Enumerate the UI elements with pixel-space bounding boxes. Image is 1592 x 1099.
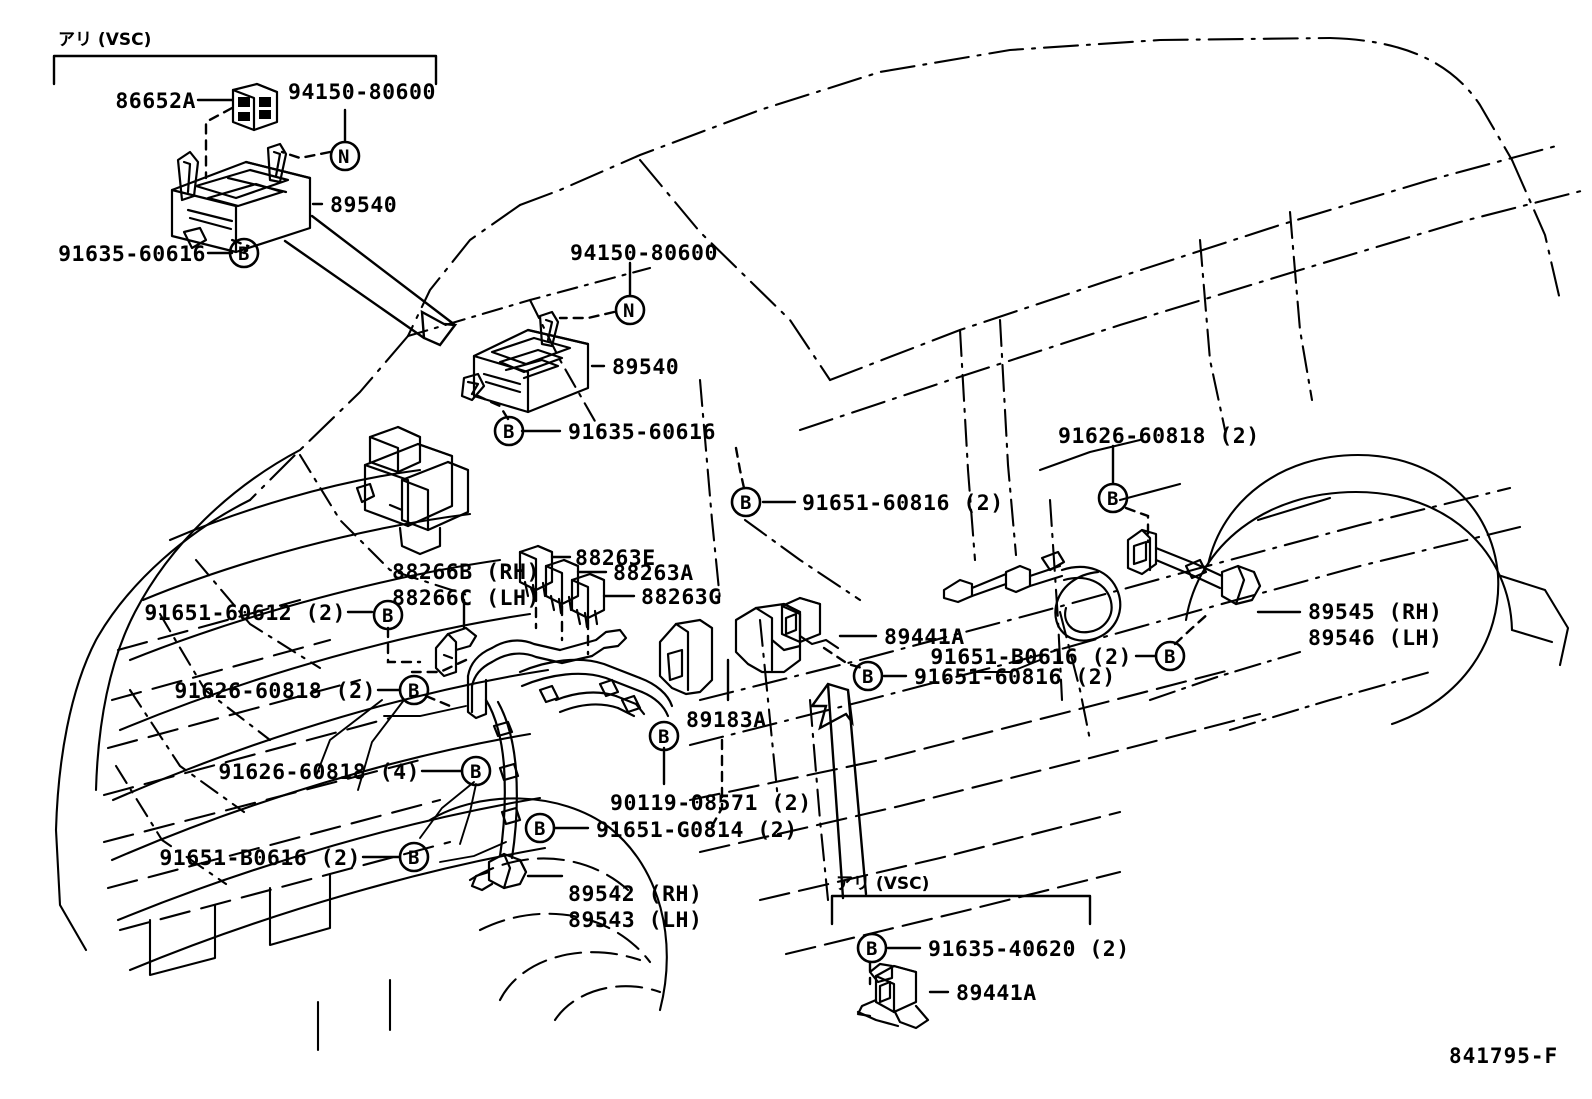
part-label-91635-60616-mid: 91635-60616	[568, 420, 716, 445]
part-88266-bracket	[434, 626, 478, 678]
part-label-91651-60816-upper: 91651-60816 (2)	[802, 491, 1004, 516]
part-89183A-bracket	[658, 602, 802, 696]
bolt-marker-glyph: B	[1164, 646, 1176, 668]
part-label-91626-60818-b: 91626-60818 (4)	[218, 760, 420, 785]
part-front-speed-sensor-harness	[466, 628, 628, 892]
bolt-marker-glyph: B	[740, 492, 752, 514]
bolt-marker-glyph: B	[862, 666, 874, 688]
callout-title-vsc-top: アリ (VSC)	[58, 30, 152, 50]
part-label-89441A-bottom: 89441A	[956, 981, 1037, 1006]
part-label-91635-60616-top: 91635-60616	[58, 242, 206, 267]
part-abs-actuator	[355, 425, 470, 556]
part-label-91651-60816-lower: 91651-60816 (2)	[914, 665, 1116, 690]
bolt-marker-glyph: B	[866, 938, 878, 960]
part-label-89540-mid: 89540	[612, 355, 680, 380]
part-89441A-sensor-bottom	[856, 962, 930, 1030]
nut-markers	[329, 140, 646, 326]
part-label-86652A: 86652A	[115, 89, 196, 114]
part-label-89542: 89542 (RH)	[568, 882, 703, 907]
part-label-94150-80600-mid: 94150-80600	[570, 241, 718, 266]
arrow-bottom-to-center	[809, 682, 868, 900]
part-label-88266C: 88266C (LH)	[392, 586, 540, 611]
bolt-marker-glyph: B	[534, 818, 546, 840]
part-89540-ecu-mid	[460, 310, 590, 414]
bolt-marker-glyph: B	[408, 680, 420, 702]
part-label-94150-80600-top: 94150-80600	[288, 80, 436, 105]
bolt-marker-glyph: B	[470, 761, 482, 783]
nut-marker-glyph: N	[623, 300, 635, 322]
nut-marker-glyph: N	[338, 146, 350, 168]
bolt-marker-glyph: B	[408, 847, 420, 869]
part-86652A-switch	[231, 82, 279, 132]
bolt-marker-glyph: B	[503, 421, 515, 443]
bolt-marker-glyph: B	[382, 605, 394, 627]
part-label-91626-60818-rear: 91626-60818 (2)	[1058, 424, 1260, 449]
bolt-marker-glyph: B	[658, 726, 670, 748]
part-label-89540-top: 89540	[330, 193, 398, 218]
part-rear-speed-sensor-harness	[942, 528, 1262, 642]
callout-bracket-top	[52, 54, 438, 86]
part-label-89545: 89545 (RH)	[1308, 600, 1443, 625]
part-89441A-sensor-mid	[770, 596, 840, 652]
part-label-88263G: 88263G	[641, 585, 722, 610]
part-label-89441A-mid: 89441A	[884, 625, 965, 650]
part-89540-ecu-top	[170, 142, 312, 254]
part-engine-bay-harness	[518, 658, 674, 718]
part-label-91626-60818-a: 91626-60818 (2)	[174, 679, 376, 704]
part-88263A-relay	[544, 558, 580, 615]
part-label-91651-B0616-rear: 91651-B0616 (2)	[930, 645, 1132, 670]
part-label-88263A: 88263A	[613, 561, 694, 586]
part-label-89543: 89543 (LH)	[568, 908, 703, 933]
part-label-89183A: 89183A	[686, 708, 767, 733]
part-label-89546: 89546 (LH)	[1308, 626, 1443, 651]
part-label-91651-B0616-front: 91651-B0616 (2)	[159, 846, 361, 871]
part-label-91635-40620: 91635-40620 (2)	[928, 937, 1130, 962]
bolt-marker-glyph: B	[238, 243, 250, 265]
part-label-88266B: 88266B (RH)	[392, 560, 540, 585]
part-88263E-relay	[518, 544, 554, 601]
part-label-91651-60612: 91651-60612 (2)	[144, 601, 346, 626]
arrow-top-to-center	[283, 214, 458, 347]
diagram-number: 841795-F	[1449, 1044, 1559, 1068]
bolt-markers	[228, 237, 1186, 964]
part-label-91651-G0814: 91651-G0814 (2)	[596, 818, 798, 843]
part-88263G-relay	[570, 572, 606, 629]
callout-title-vsc-bottom: アリ (VSC)	[836, 874, 930, 894]
part-label-90119-08571: 90119-08571 (2)	[610, 791, 812, 816]
callout-bracket-bottom	[830, 894, 1092, 926]
part-label-88263E: 88263E	[575, 546, 656, 571]
bolt-marker-glyph: B	[1107, 488, 1119, 510]
